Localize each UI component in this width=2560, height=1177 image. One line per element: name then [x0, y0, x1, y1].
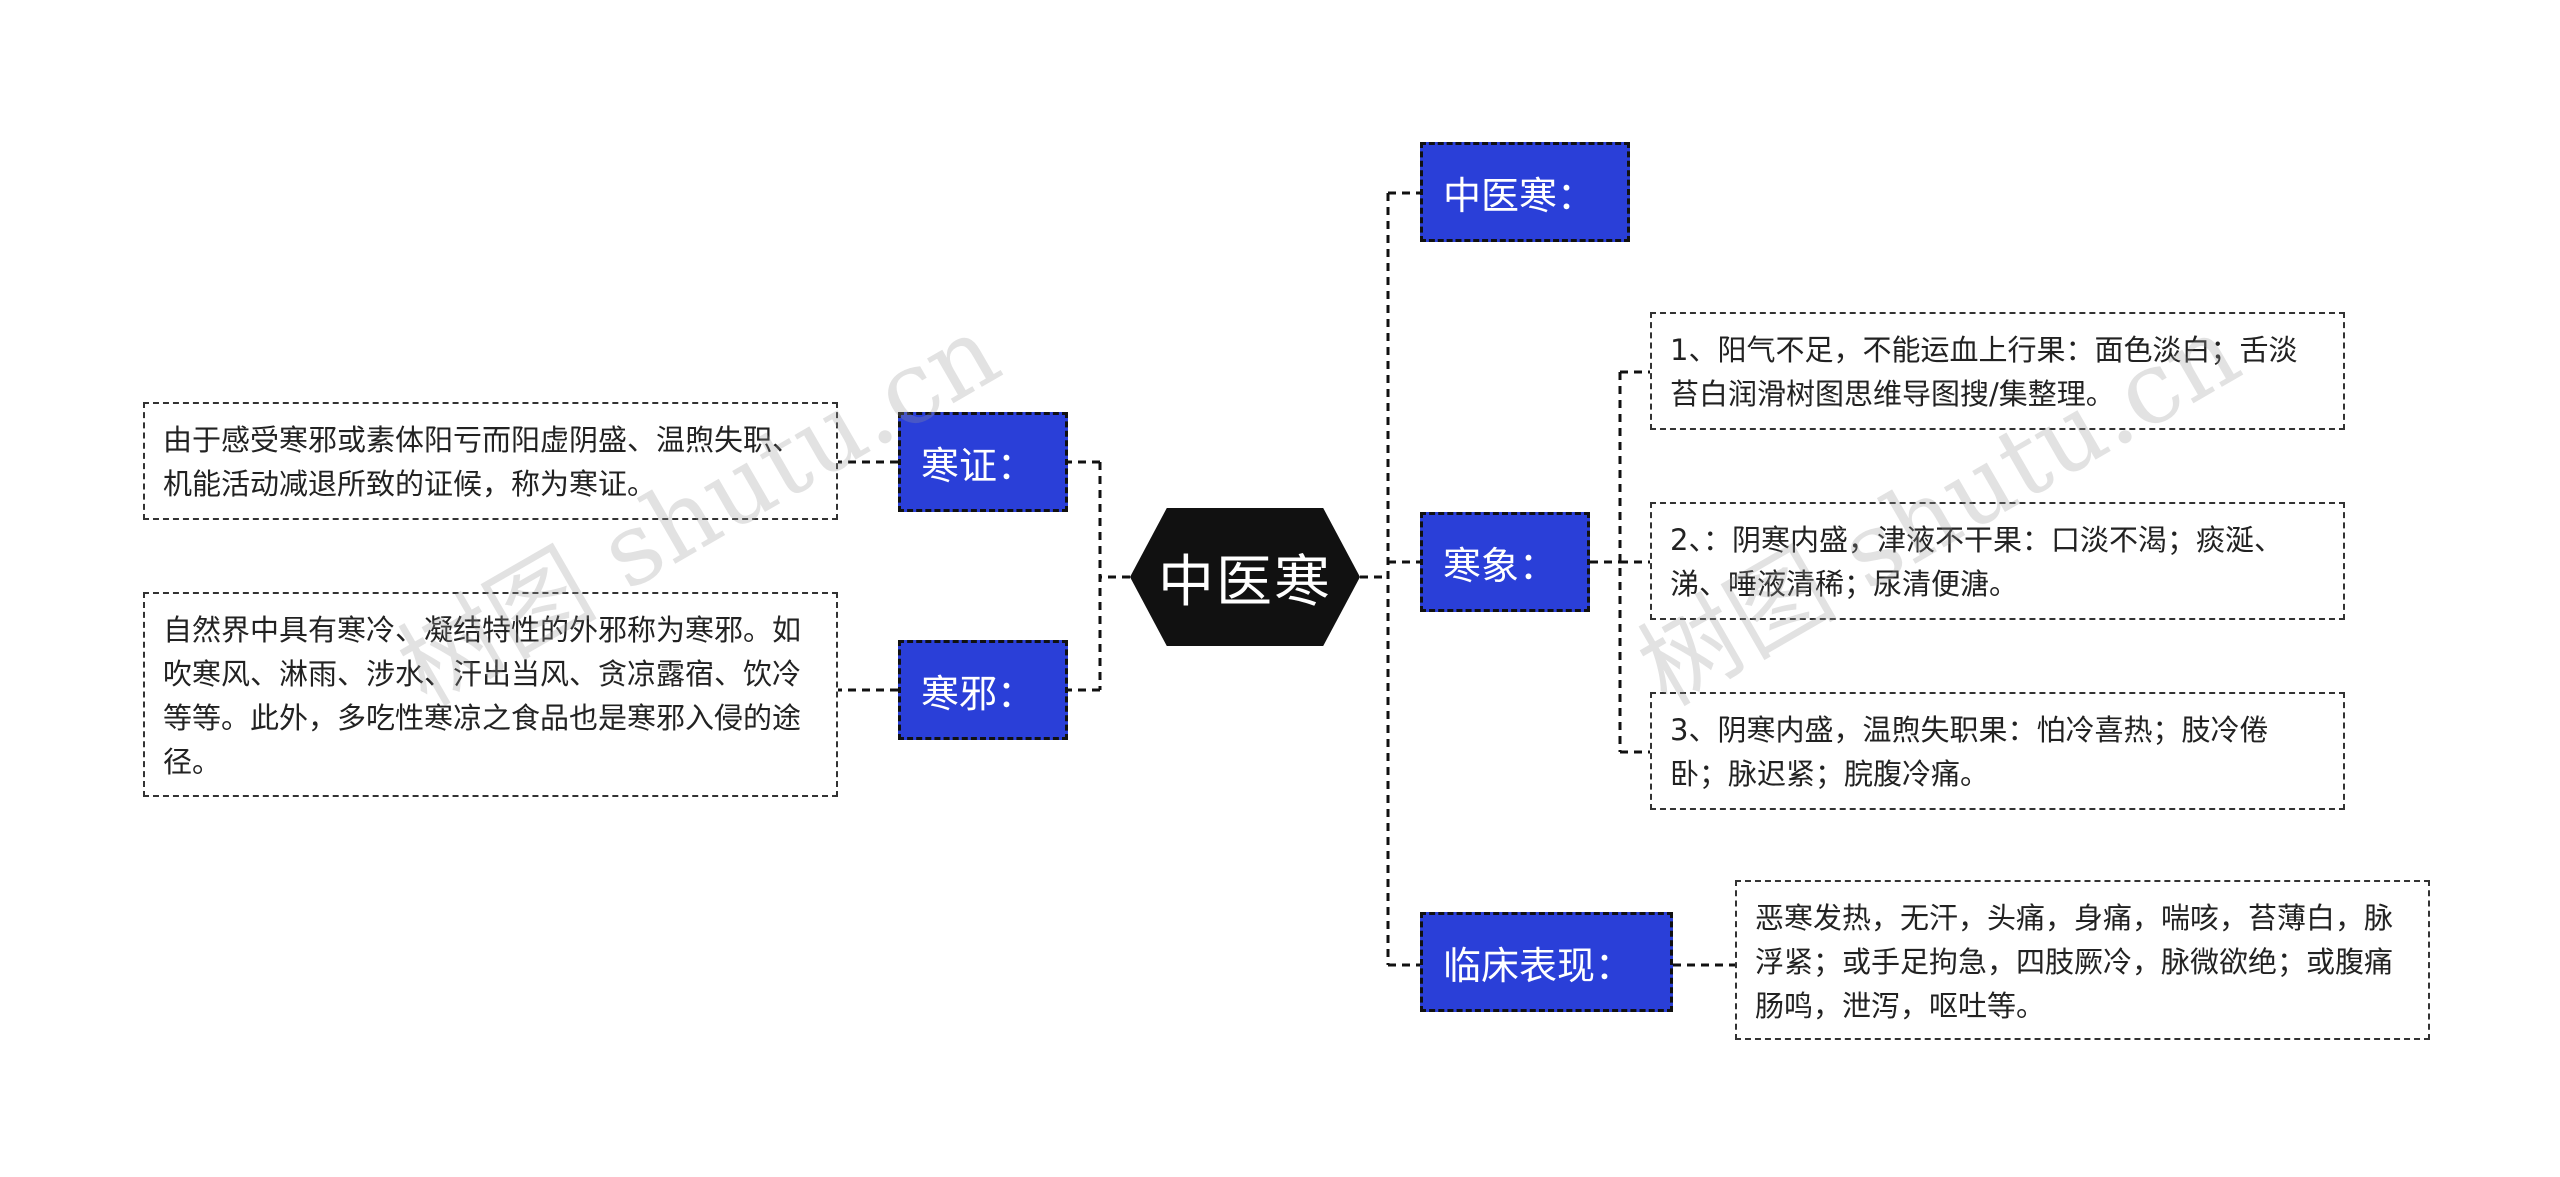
topic-symptom[interactable]: 寒象： — [1420, 512, 1590, 612]
central-node[interactable]: 中医寒 — [1130, 508, 1360, 646]
note-symptom-1[interactable]: 1、阳气不足，不能运血上行果：面色淡白；舌淡苔白润滑树图思维导图搜/集整理。 — [1650, 312, 2345, 430]
note-symptom-2[interactable]: 2、：阴寒内盛，津液不干果：口淡不渴；痰涎、涕、唾液清稀；尿清便溏。 — [1650, 502, 2345, 620]
note-syndrome[interactable]: 由于感受寒邪或素体阳亏而阳虚阴盛、温煦失职、机能活动减退所致的证候，称为寒证。 — [143, 402, 838, 520]
topic-pathogen[interactable]: 寒邪： — [898, 640, 1068, 740]
note-pathogen[interactable]: 自然界中具有寒冷、凝结特性的外邪称为寒邪。如吹寒风、淋雨、涉水、汗出当风、贪凉露… — [143, 592, 838, 797]
topic-syndrome[interactable]: 寒证： — [898, 412, 1068, 512]
topic-clinical[interactable]: 临床表现： — [1420, 912, 1673, 1012]
note-symptom-3[interactable]: 3、阴寒内盛，温煦失职果：怕冷喜热；肢冷倦卧；脉迟紧；脘腹冷痛。 — [1650, 692, 2345, 810]
note-clinical[interactable]: 恶寒发热，无汗，头痛，身痛，喘咳，苔薄白，脉浮紧；或手足拘急，四肢厥冷，脉微欲绝… — [1735, 880, 2430, 1040]
topic-definition[interactable]: 中医寒： — [1420, 142, 1630, 242]
